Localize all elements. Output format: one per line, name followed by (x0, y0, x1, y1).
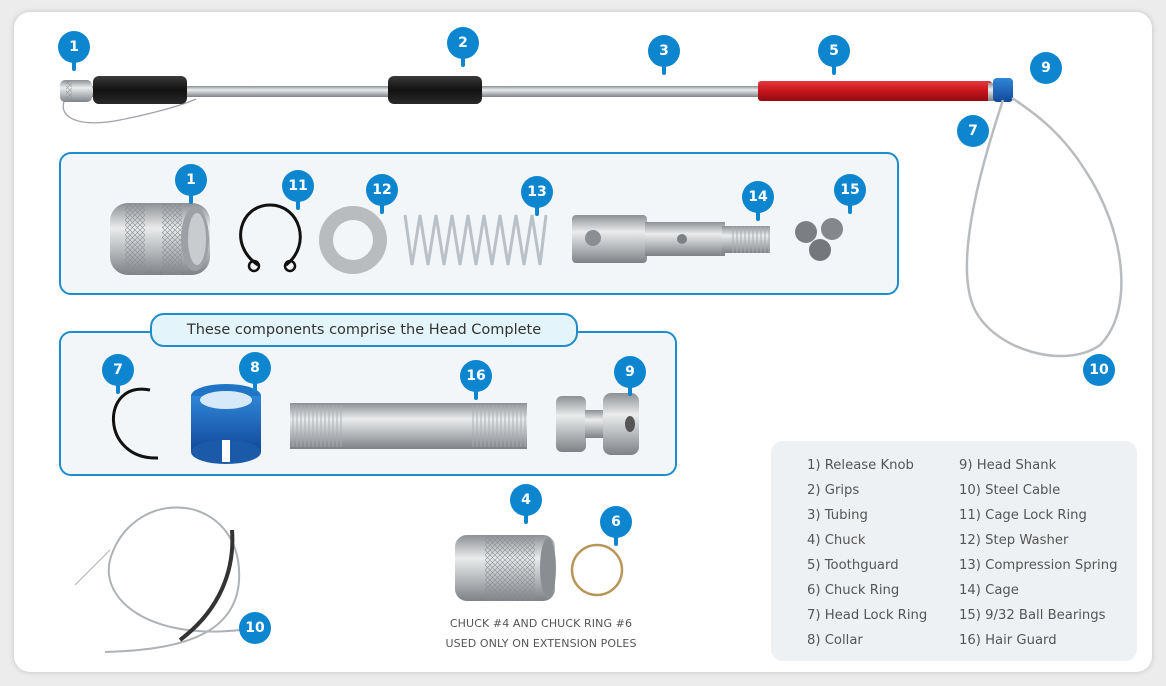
legend-item: 14) Cage (959, 583, 1019, 598)
callout-release-knob: 1 (58, 31, 90, 71)
callout-toothguard: 5 (818, 35, 850, 75)
callout-grips: 2 (447, 27, 479, 67)
callout-collar: 8 (239, 352, 271, 392)
grip-art (93, 76, 482, 104)
steel-cable-loop-art (965, 96, 1123, 358)
callout-release-knob-part: 1 (175, 164, 207, 204)
extension-pole-note: CHUCK #4 AND CHUCK RING #6 USED ONLY ON … (430, 614, 652, 654)
legend-item: 16) Hair Guard (959, 633, 1057, 648)
legend-item: 5) Toothguard (807, 558, 899, 573)
callout-chuck-ring: 6 (600, 506, 632, 546)
parts-legend: 1) Release Knob 2) Grips 3) Tubing 4) Ch… (771, 441, 1137, 661)
callout-head-lock-ring: 7 (102, 354, 134, 394)
legend-item: 7) Head Lock Ring (807, 608, 928, 623)
legend-item: 2) Grips (807, 483, 860, 498)
legend-item: 8) Collar (807, 633, 863, 648)
top-panel-art (110, 203, 843, 275)
callout-compression-spring: 13 (521, 176, 553, 216)
legend-item: 1) Release Knob (807, 458, 914, 473)
callout-tubing: 3 (648, 35, 680, 75)
head-complete-title: These components comprise the Head Compl… (150, 313, 578, 347)
bottom-art (74, 506, 624, 653)
extension-note-line-1: CHUCK #4 AND CHUCK RING #6 (449, 617, 633, 630)
extension-note-line-2: USED ONLY ON EXTENSION POLES (445, 637, 637, 650)
callout-head-shank: 9 (614, 356, 646, 396)
legend-item: 13) Compression Spring (959, 558, 1118, 573)
callout-head-shank-pole: 9 (1030, 52, 1062, 84)
callout-ball-bearings: 15 (834, 174, 866, 214)
callout-steel-cable-pole: 10 (1083, 354, 1115, 386)
legend-item: 11) Cage Lock Ring (959, 508, 1087, 523)
legend-column-right: 9) Head Shank 10) Steel Cable 11) Cage L… (959, 457, 1117, 657)
callout-chuck: 4 (510, 484, 542, 524)
callout-hair-guard: 16 (460, 360, 492, 400)
legend-item: 15) 9/32 Ball Bearings (959, 608, 1106, 623)
callout-steel-cable: 10 (239, 612, 271, 644)
legend-item: 3) Tubing (807, 508, 868, 523)
collar-art (993, 78, 1013, 102)
head-panel-art (112, 384, 639, 464)
legend-item: 6) Chuck Ring (807, 583, 900, 598)
release-knob-art (60, 80, 92, 102)
callout-step-washer: 12 (366, 174, 398, 214)
toothguard-art (758, 81, 992, 101)
callout-cage: 14 (742, 181, 774, 221)
legend-item: 4) Chuck (807, 533, 866, 548)
callout-cage-lock-ring: 11 (282, 170, 314, 210)
legend-column-left: 1) Release Knob 2) Grips 3) Tubing 4) Ch… (807, 457, 927, 657)
legend-item: 12) Step Washer (959, 533, 1069, 548)
legend-item: 10) Steel Cable (959, 483, 1061, 498)
catch-pole (60, 76, 1123, 358)
legend-item: 9) Head Shank (959, 458, 1057, 473)
callout-head-lock-ring-pole: 7 (957, 115, 989, 147)
